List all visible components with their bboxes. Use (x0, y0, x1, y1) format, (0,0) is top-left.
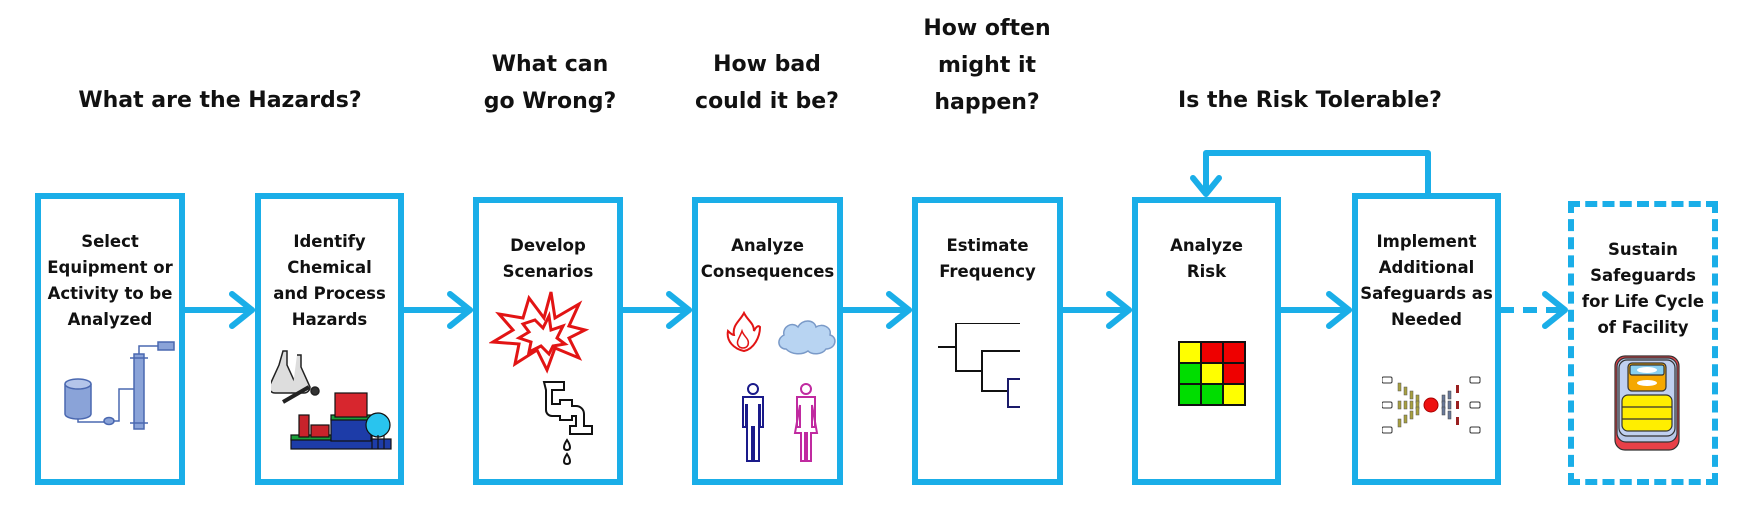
label-line: Scenarios (502, 262, 594, 281)
label-line: Activity to be (47, 284, 173, 303)
arrow-scenarios-to-consequences (619, 291, 692, 329)
label-line: Sustain (1608, 240, 1678, 259)
label-line: Equipment or (47, 258, 173, 277)
chemical-plant-icon (271, 350, 392, 450)
label-line: Analyze (1170, 236, 1243, 255)
question-what-can-go-wrong: What can go Wrong? (460, 46, 640, 120)
arrow-frequency-to-risk (1060, 291, 1132, 329)
fire-icon (726, 311, 762, 353)
step-label: Implement Additional Safeguards as Neede… (1358, 229, 1495, 333)
explosion-leak-icon (489, 291, 593, 466)
step-estimate-frequency: Estimate Frequency (912, 197, 1063, 485)
step-analyze-consequences: Analyze Consequences (692, 197, 843, 485)
woman-icon (793, 383, 819, 462)
arrow-consequences-to-frequency (840, 291, 912, 329)
question-line: could it be? (695, 89, 839, 114)
label-line: Hazards (291, 310, 368, 329)
label-line: Develop (510, 236, 586, 255)
step-label: Develop Scenarios (479, 233, 617, 285)
question-risk-tolerable-text: Is the Risk Tolerable? (1178, 88, 1442, 113)
question-risk-tolerable: Is the Risk Tolerable? (1150, 82, 1470, 119)
label-line: Needed (1390, 310, 1462, 329)
step-label: Analyze Consequences (698, 233, 837, 285)
label-line: of Facility (1597, 318, 1689, 337)
step-implement-safeguards: Implement Additional Safeguards as Neede… (1352, 193, 1501, 485)
step-label: Estimate Frequency (918, 233, 1057, 285)
arrow-select-to-identify (182, 291, 255, 329)
label-line: for Life Cycle (1581, 292, 1705, 311)
label-line: Analyze (731, 236, 804, 255)
risk-cell-green (1178, 362, 1202, 385)
event-tree-icon (938, 323, 1020, 408)
label-line: Safeguards as (1360, 284, 1493, 303)
process-equipment-icon (64, 341, 175, 430)
question-hazards-text: What are the Hazards? (78, 88, 362, 113)
risk-cell-yellow (1178, 341, 1202, 364)
arrow-identify-to-scenarios (400, 291, 473, 329)
feedback-loop-arrow (1190, 150, 1431, 197)
question-line: might it (937, 53, 1037, 78)
step-identify-hazards: Identify Chemical and Process Hazards (255, 193, 404, 485)
label-line: Select (81, 232, 139, 251)
step-analyze-risk: Analyze Risk (1132, 197, 1281, 485)
layers-of-protection-icon (1614, 355, 1680, 451)
step-label: Select Equipment or Activity to be Analy… (41, 229, 179, 333)
label-line: Safeguards (1590, 266, 1696, 285)
question-hazards: What are the Hazards? (60, 82, 380, 119)
label-line: Identify (293, 232, 366, 251)
label-line: Chemical (287, 258, 372, 277)
label-line: Risk (1186, 262, 1227, 281)
step-label: Identify Chemical and Process Hazards (261, 229, 398, 333)
step-label: Sustain Safeguards for Life Cycle of Fac… (1574, 237, 1712, 341)
arrow-safeguards-to-sustain-dashed (1500, 291, 1568, 329)
risk-cell-red (1200, 341, 1224, 364)
step-develop-scenarios: Develop Scenarios (473, 197, 623, 485)
step-label: Analyze Risk (1138, 233, 1275, 285)
question-line: happen? (934, 90, 1040, 115)
question-line: go Wrong? (483, 89, 617, 114)
arrow-risk-to-safeguards (1277, 291, 1352, 329)
label-line: Frequency (939, 262, 1036, 281)
question-line: How bad (713, 52, 821, 77)
risk-cell-green (1178, 383, 1202, 406)
label-line: Estimate (946, 236, 1029, 255)
question-line: How often (923, 16, 1051, 41)
risk-cell-yellow (1200, 362, 1224, 385)
question-how-bad: How bad could it be? (677, 46, 857, 120)
risk-cell-yellow (1222, 383, 1246, 406)
risk-cell-green (1200, 383, 1224, 406)
risk-cell-red (1222, 341, 1246, 364)
question-how-often: How often might it happen? (897, 10, 1077, 121)
question-line: What can (491, 52, 609, 77)
man-icon (742, 383, 764, 462)
label-line: Analyzed (67, 310, 153, 329)
label-line: Additional (1378, 258, 1475, 277)
cloud-icon (778, 320, 836, 355)
step-select-equipment: Select Equipment or Activity to be Analy… (35, 193, 185, 485)
label-line: Implement (1376, 232, 1477, 251)
step-sustain-safeguards: Sustain Safeguards for Life Cycle of Fac… (1568, 201, 1718, 485)
risk-cell-red (1222, 362, 1246, 385)
label-line: and Process (273, 284, 386, 303)
bowtie-icon (1382, 376, 1481, 434)
risk-matrix-icon (1178, 341, 1246, 406)
label-line: Consequences (700, 262, 835, 281)
